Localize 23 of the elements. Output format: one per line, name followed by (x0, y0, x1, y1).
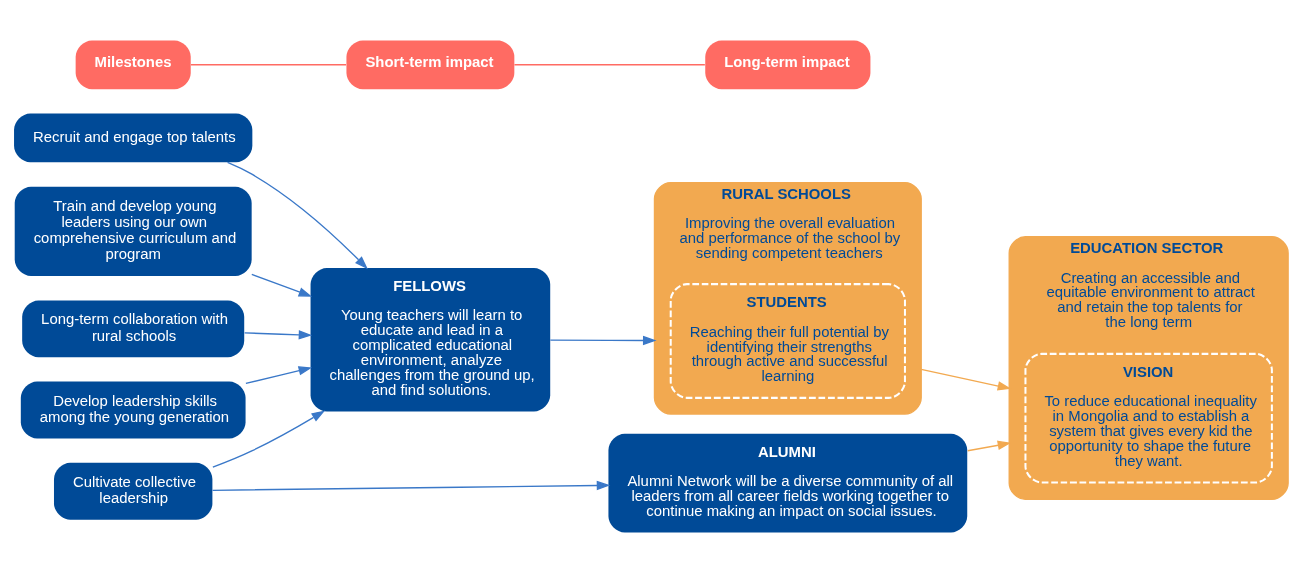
connector (513, 64, 706, 66)
node-box: VISION To reduce educational inequality in Mongolia and to establish a system that gives every kid the opportunity to shape the future they want. (1024, 352, 1273, 484)
node-box: Develop leadership skills among the young generation (20, 381, 246, 439)
node-box: ALUMNI Alumni Network will be a diverse community of all leaders from all career fields working together to continue making an impact on social issues. (608, 433, 968, 533)
node-box: FELLOWS Young teachers will learn to educate and lead in a complicated educational environment, analyze challenges from the ground up, and find solutions. (310, 267, 551, 412)
arrow (251, 273, 313, 297)
arrow (549, 335, 657, 346)
node-box: Long-term collaboration with rural schools (22, 300, 245, 358)
arrow (212, 410, 326, 468)
arrow (920, 368, 1012, 391)
node-box: Cultivate collective leadership (54, 462, 213, 520)
connector (190, 64, 347, 66)
arrow (243, 330, 313, 340)
arrow (211, 480, 611, 491)
arrow (245, 366, 313, 385)
node-box: Recruit and engage top talents (14, 113, 253, 163)
node-box: Long-term impact (705, 40, 871, 90)
node-box: Train and develop young leaders using our own comprehensive curriculum and program (14, 186, 252, 276)
arrow (967, 440, 1012, 452)
arrow (226, 161, 368, 270)
node-box: Short-term impact (346, 40, 515, 90)
node-box: Milestones (75, 40, 191, 90)
node-box: STUDENTS Reaching their full potential by identifying their strengths through active and successful learning (669, 283, 906, 399)
